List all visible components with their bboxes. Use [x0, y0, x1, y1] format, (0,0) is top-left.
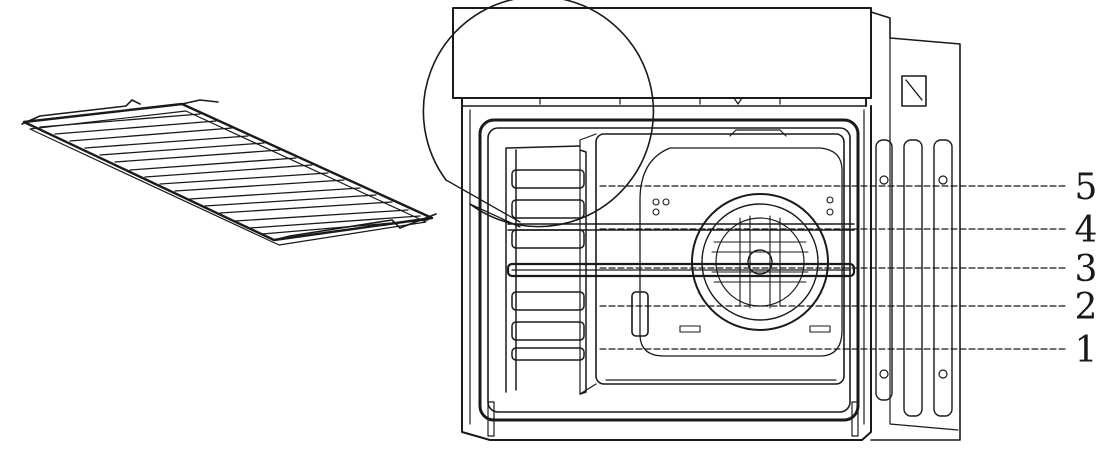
wire-rack-illustration	[21, 99, 437, 246]
shelf-support-left	[505, 145, 587, 395]
wire-rack-handle-right	[273, 213, 437, 241]
oven-body	[461, 105, 872, 441]
oven-back-wall	[595, 133, 845, 385]
shelf-level-3-label: 3	[1075, 249, 1098, 290]
oven-illustration	[452, 7, 961, 441]
callout-circle	[422, 0, 655, 228]
wire-rack-level-4	[507, 223, 855, 231]
shelf-level-2-label: 2	[1075, 287, 1098, 328]
shelf-level-numbers: 5 4 3 2 1	[1075, 167, 1098, 371]
wire-rack-frame-inner	[29, 110, 427, 246]
oven-side-panel	[870, 11, 961, 441]
wire-rack-bars	[39, 113, 429, 235]
shelf-level-4-label: 4	[1075, 210, 1098, 251]
oven-control-panel	[452, 7, 872, 99]
shelf-level-5-label: 5	[1075, 167, 1098, 208]
shelf-level-leaders	[599, 185, 1069, 350]
heating-element	[639, 147, 843, 357]
wire-rack-frame	[22, 102, 434, 242]
wire-rack-back-rail	[181, 99, 219, 105]
callout-pointer-bottom	[469, 203, 521, 228]
callout-pointer-top	[445, 179, 521, 223]
convection-fan	[691, 193, 829, 331]
oven-cavity-frame	[478, 118, 860, 422]
shelf-level-1-label: 1	[1075, 330, 1098, 371]
rack-detail-callout	[21, 0, 655, 246]
inserted-wire-rack	[506, 262, 856, 278]
wire-rack-handle-left	[21, 99, 141, 125]
